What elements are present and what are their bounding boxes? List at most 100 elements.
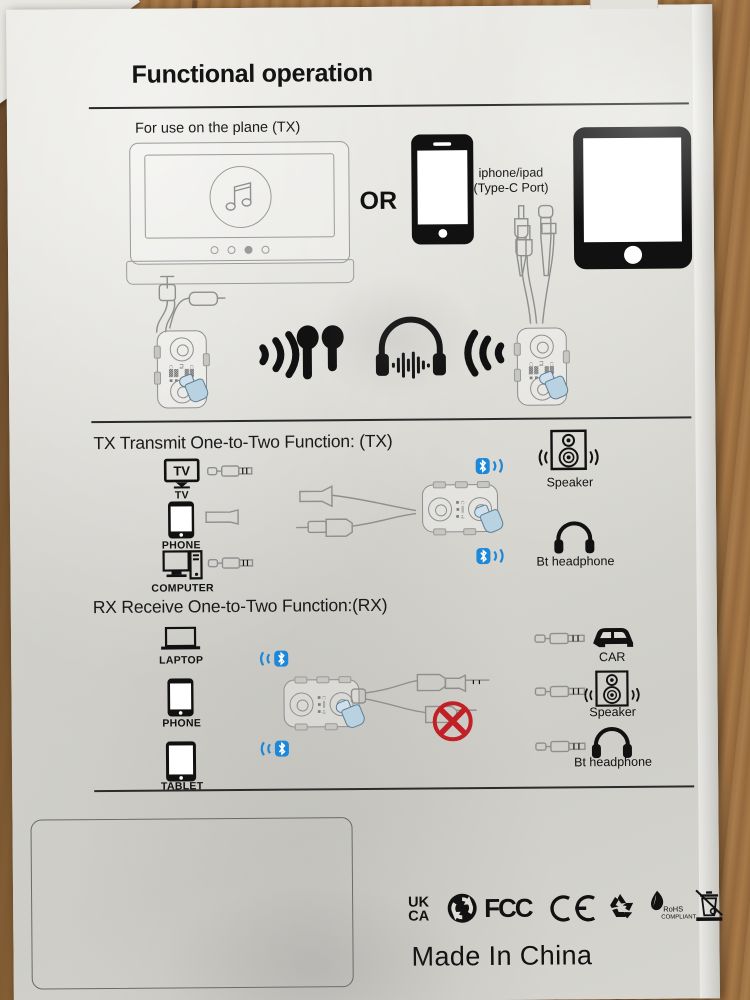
device-note-line1: iphone/ipad [478, 165, 544, 181]
earbuds-icon [296, 325, 344, 380]
device-top-button[interactable] [316, 676, 330, 684]
device-left-button[interactable] [289, 692, 314, 717]
device-top-button[interactable] [169, 337, 194, 362]
tv-icon: TV [163, 458, 200, 489]
ukca-line1: UK [408, 894, 430, 910]
device-display: ▪೧▪∥▪೭ [455, 498, 466, 521]
section-plane-heading: For use on the plane (TX) [134, 119, 301, 137]
device-note-line2: (Type-C Port) [473, 180, 549, 196]
aux-3.5mm-plug-icon-computer [207, 557, 254, 569]
ukca-line2: CA [408, 908, 430, 924]
tx-source-label-2: COMPUTER [151, 582, 214, 595]
dot [261, 245, 270, 254]
rohs-line2: COMPLIANT [661, 914, 696, 920]
speaker-icon-tx [538, 429, 599, 471]
rx-splitter-cable-icon [350, 673, 490, 724]
red-x-prohibition-icon [432, 701, 473, 742]
phone-icon-plane [411, 134, 474, 245]
usb-c-plug-icon-phone [205, 509, 239, 525]
device-display: ▪೧▪∥▪೭ [316, 693, 328, 716]
device-bottom-button[interactable] [294, 723, 308, 731]
bluetooth-icon-rx-top [259, 650, 289, 667]
ce-mark [550, 895, 596, 922]
phone-cable-group [515, 222, 557, 324]
music-circle [209, 165, 272, 229]
device-side-button[interactable] [202, 353, 210, 367]
device-side-button[interactable] [513, 368, 522, 382]
rx-output-label-2: Bt headphone [574, 754, 653, 770]
device-side-button[interactable] [153, 371, 162, 385]
aux-3.5mm-cable-icon-headphone [535, 740, 586, 753]
car-icon [593, 627, 634, 648]
page-title: Functional operation [131, 58, 373, 89]
device-top-button[interactable] [529, 334, 554, 359]
wireless-wave-icon-right [464, 329, 505, 377]
ukca-mark: UK CA [408, 894, 430, 924]
device-bottom-button[interactable] [324, 723, 338, 731]
headphone-waveform-icon [375, 316, 446, 379]
blank-label-area [30, 817, 354, 990]
green-dot-recycle-mark [447, 893, 477, 923]
aux-3.5mm-cable-icon-car [534, 632, 585, 645]
device-top-button[interactable] [476, 481, 490, 489]
aux-3.5mm-cable-icon-speaker [534, 685, 586, 698]
bluetooth-icon-tx-bottom [476, 548, 504, 565]
device-bottom-button[interactable] [463, 528, 477, 536]
device-side-button[interactable] [513, 342, 521, 356]
rx-source-label-1: PHONE [162, 717, 202, 730]
laptop-icon [161, 626, 201, 650]
rx-output-label-1: Speaker [589, 704, 636, 720]
aux-3.5mm-plug-icon-tv [207, 465, 253, 477]
bluetooth-icon-tx-top [475, 458, 503, 475]
plane-cable-group [155, 275, 226, 333]
divider-top [88, 102, 689, 110]
device-top-button[interactable] [454, 481, 468, 489]
tablet-icon [573, 126, 693, 270]
fcc-mark: FCC [484, 893, 534, 923]
tx-output-label-1: Bt headphone [536, 554, 615, 569]
certification-marks: UK CA FCC [408, 888, 723, 936]
or-label: OR [359, 186, 398, 216]
aux-and-usbc-cable-icon [514, 204, 554, 277]
rx-output-label-0: CAR [598, 649, 626, 665]
weee-crossed-bin-mark [695, 889, 723, 921]
phone-icon-tx [168, 501, 195, 539]
product-box: Functional operation For use on the plan… [6, 0, 723, 1000]
made-in-text: Made In China [411, 940, 593, 972]
device-side-button[interactable] [562, 350, 570, 364]
device-top-button[interactable] [294, 676, 308, 684]
speaker-icon-rx [584, 670, 640, 707]
dot [244, 245, 253, 254]
computer-icon [162, 550, 203, 580]
ife-screen-icon [129, 141, 351, 265]
tablet-icon-rx [165, 741, 197, 782]
headphone-icon-tx [554, 521, 595, 554]
fcc-text: FCC [484, 893, 534, 923]
tx-output-label-0: Speaker [546, 475, 594, 490]
headphone-icon-rx [591, 727, 632, 759]
divider-middle [91, 416, 692, 424]
box-printed-content: Functional operation For use on the plan… [6, 4, 723, 1000]
dot [210, 246, 219, 255]
dot [227, 245, 236, 255]
device-left-button[interactable] [427, 497, 453, 522]
tx-splitter-cable-icon [296, 485, 417, 537]
rohs-line1: RoHS [663, 904, 683, 913]
music-note-icon [225, 181, 252, 211]
device-top-button[interactable] [432, 481, 446, 489]
rohs-mark: RoHS COMPLIANT [650, 890, 697, 921]
mobius-recycle-mark [610, 893, 634, 919]
device-bottom-button[interactable] [433, 528, 447, 536]
bluetooth-icon-rx-bottom [260, 740, 289, 757]
device-note: iphone/ipad (Type-C Port) [473, 166, 548, 197]
device-top-button[interactable] [338, 676, 352, 684]
ife-control-dots [210, 245, 270, 255]
wireless-wave-icon-left [259, 331, 300, 379]
tx-source-label-0: TV [174, 489, 189, 502]
svg-text:TV: TV [173, 463, 190, 478]
rx-source-label-0: LAPTOP [159, 654, 204, 667]
phone-icon-rx [167, 678, 194, 717]
device-side-button[interactable] [153, 345, 161, 359]
section-rx-heading: RX Receive One-to-Two Function:(RX) [92, 594, 388, 618]
